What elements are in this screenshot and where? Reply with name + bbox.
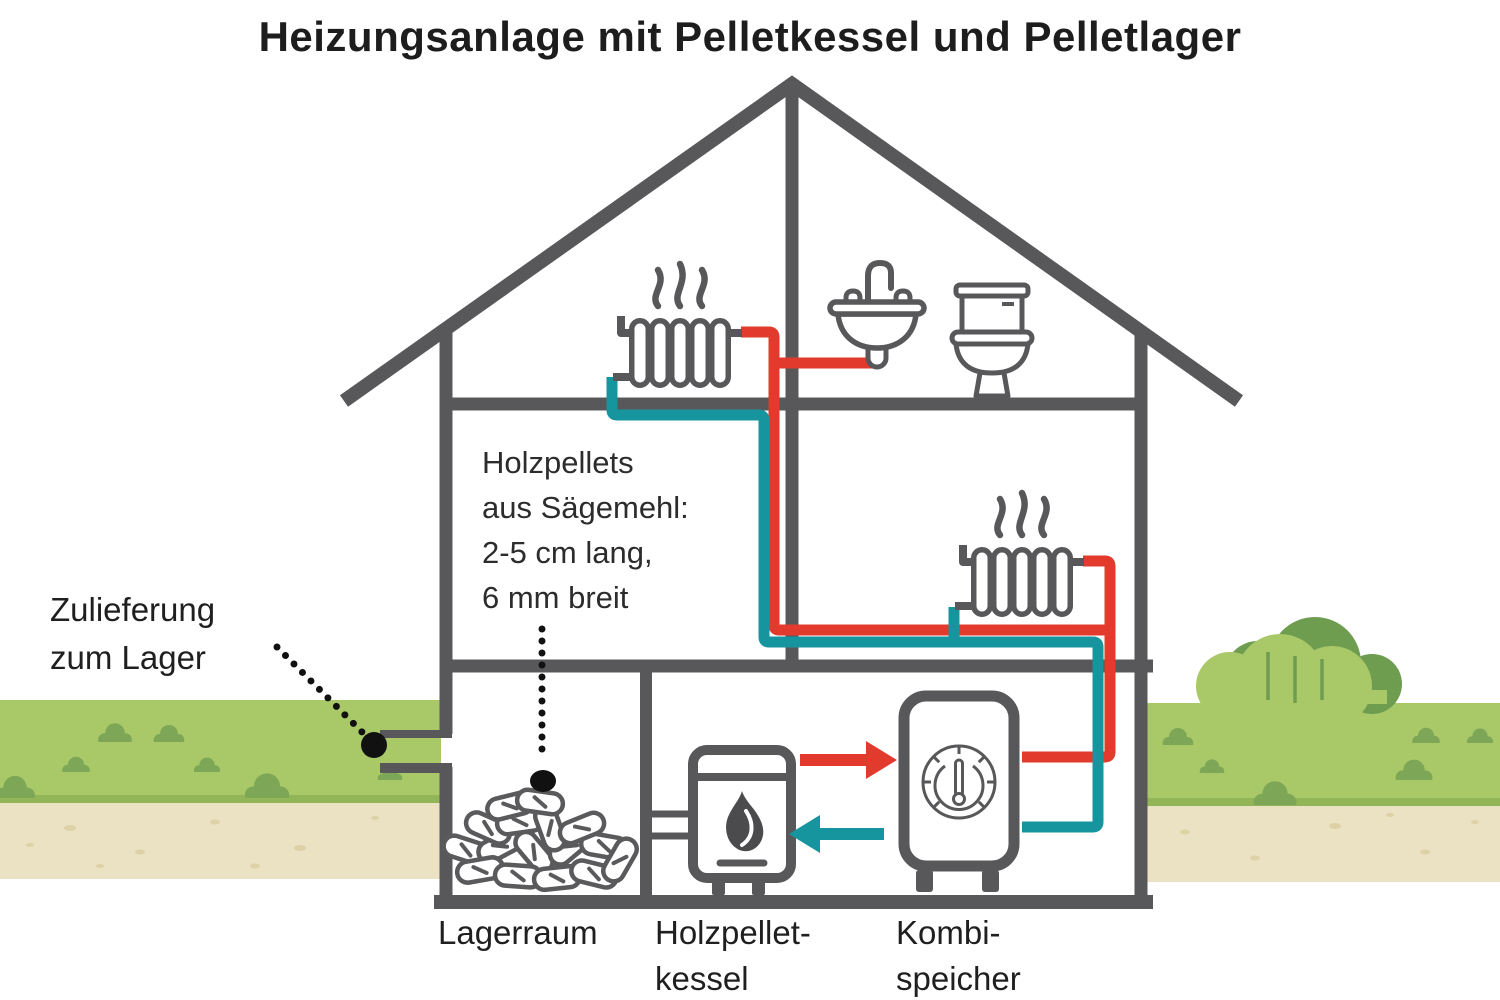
pellet-pile-icon xyxy=(441,788,641,890)
pellet-pointer xyxy=(530,625,556,792)
boiler-label: Holzpellet- kessel xyxy=(655,914,811,997)
pellet-boiler-icon xyxy=(688,745,796,895)
pellet-info-line4: 6 mm breit xyxy=(482,580,629,615)
page-title: Heizungsanlage mit Pelletkessel und Pell… xyxy=(258,13,1242,60)
sand-left xyxy=(0,803,441,879)
delivery-label-line2: zum Lager xyxy=(50,639,206,676)
faucet-icon xyxy=(865,259,894,305)
combi-tank-icon xyxy=(898,690,1020,892)
large-bush xyxy=(1196,617,1402,726)
sand-speckles xyxy=(26,813,1479,869)
delivery-pointer xyxy=(273,643,387,758)
sink-drain xyxy=(865,346,889,370)
pellet-info-line3: 2-5 cm lang, xyxy=(482,535,653,570)
pellet-dot-icon xyxy=(530,770,556,792)
supply-arrow-icon xyxy=(800,741,897,779)
pellet-info-text: Holzpellets aus Sägemehl: 2-5 cm lang, 6… xyxy=(482,440,689,620)
flame-icon xyxy=(726,791,764,852)
landscape xyxy=(0,617,1500,882)
sink-icon xyxy=(827,259,927,370)
sand-right xyxy=(1147,806,1500,882)
delivery-label: Zulieferung zum Lager xyxy=(50,586,215,682)
pellet-info-line1: Holzpellets xyxy=(482,445,634,480)
radiator-icon xyxy=(613,264,742,385)
return-arrow-icon xyxy=(789,815,884,853)
toilet-icon xyxy=(949,282,1035,399)
storage-room-label: Lagerraum xyxy=(438,914,598,951)
roof xyxy=(339,75,1244,407)
tank-label: Kombi- speicher xyxy=(896,914,1021,997)
gauge-icon xyxy=(921,744,997,820)
radiator-icon xyxy=(955,493,1084,614)
pipe-network xyxy=(606,326,1116,833)
delivery-dot-icon xyxy=(361,732,387,758)
pellet-info-line2: aus Sägemehl: xyxy=(482,490,689,525)
delivery-label-line1: Zulieferung xyxy=(50,591,216,628)
return-pipe-teal xyxy=(606,377,1104,833)
supply-pipe-red xyxy=(741,326,1116,763)
house-outline xyxy=(339,75,1244,909)
